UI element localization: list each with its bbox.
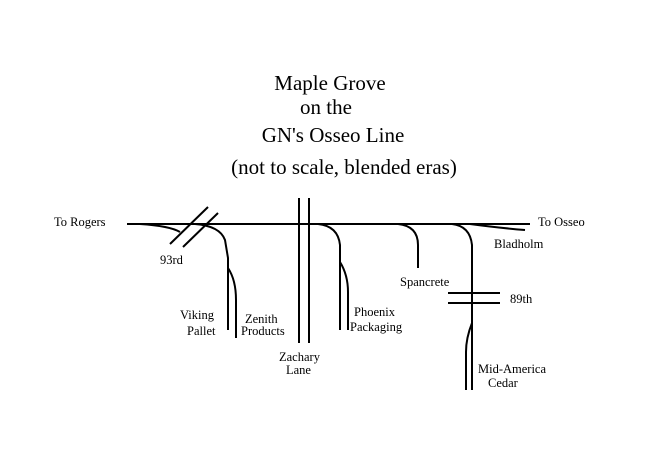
label-zachary-lane-2: Lane	[286, 363, 311, 377]
label-93rd: 93rd	[160, 253, 184, 267]
93rd-street-crossing	[169, 206, 219, 248]
viking-zenith-spur	[139, 223, 237, 338]
diagram-title: Maple Grove on the GN's Osseo Line (not …	[231, 71, 457, 179]
label-phoenix-packaging-1: Phoenix	[354, 305, 396, 319]
title-line-4: (not to scale, blended eras)	[231, 155, 457, 179]
title-line-3: GN's Osseo Line	[262, 123, 405, 147]
label-to-osseo: To Osseo	[538, 215, 585, 229]
89th-street-crossing	[448, 292, 500, 304]
label-zenith-products-1: Zenith	[245, 312, 278, 326]
title-line-2: on the	[300, 95, 352, 119]
mid-america-cedar-spur	[451, 223, 473, 390]
bladholm-spur	[469, 223, 526, 231]
phoenix-packaging-spur	[317, 223, 349, 330]
label-zenith-products-2: Products	[241, 324, 285, 338]
label-89th: 89th	[510, 292, 533, 306]
label-phoenix-packaging-2: Packaging	[350, 320, 403, 334]
label-zachary-lane-1: Zachary	[279, 350, 321, 364]
title-line-1: Maple Grove	[274, 71, 385, 95]
label-mid-america-cedar-1: Mid-America	[478, 362, 546, 376]
label-viking-pallet-2: Pallet	[187, 324, 216, 338]
label-bladholm: Bladholm	[494, 237, 544, 251]
label-viking-pallet-1: Viking	[180, 308, 215, 322]
zachary-lane-road	[298, 198, 310, 343]
label-mid-america-cedar-2: Cedar	[488, 376, 519, 390]
spancrete-spur	[397, 223, 419, 268]
label-to-rogers: To Rogers	[54, 215, 106, 229]
label-spancrete: Spancrete	[400, 275, 450, 289]
